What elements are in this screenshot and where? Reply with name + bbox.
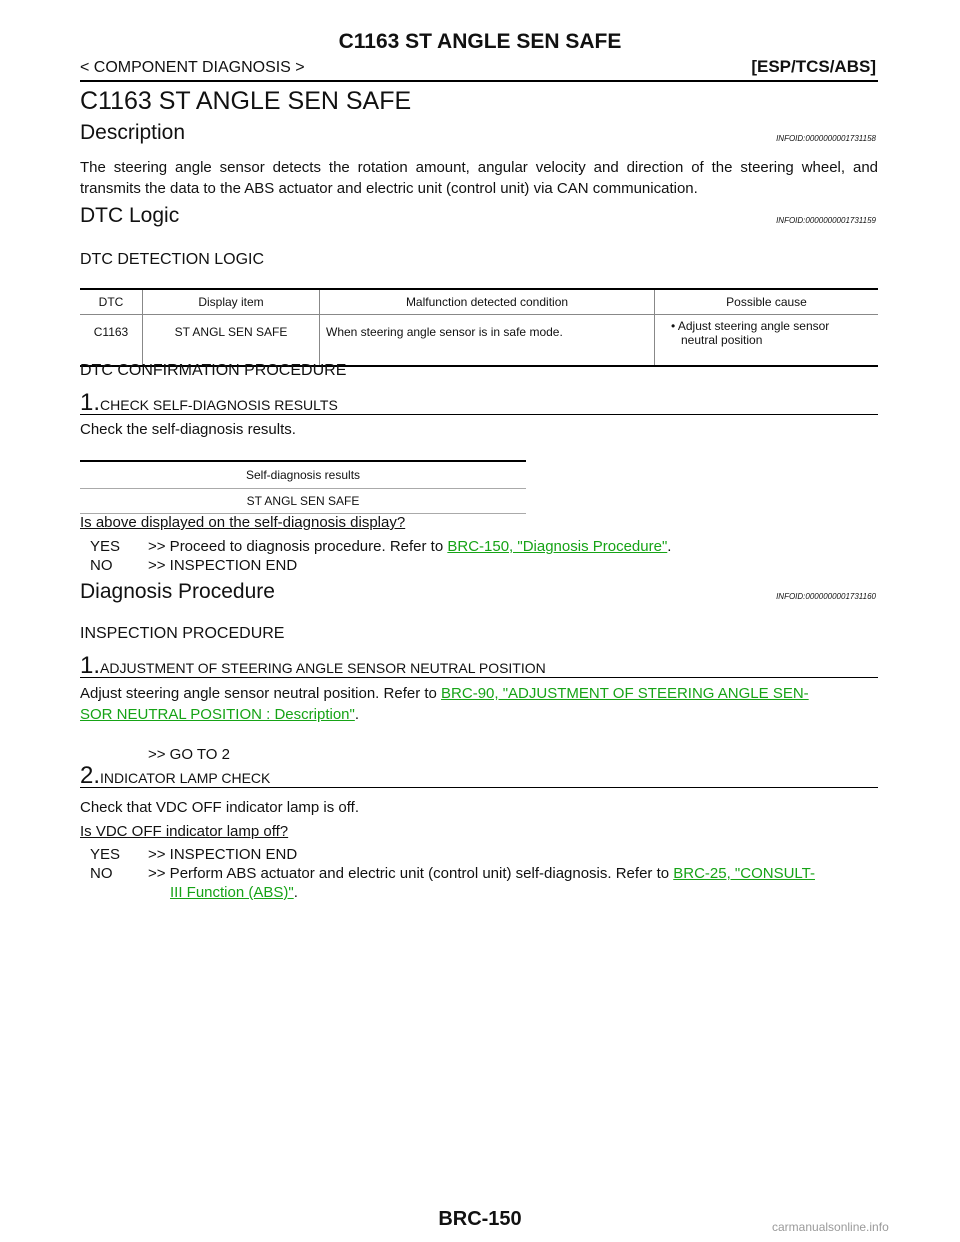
dtc-col-header: DTC bbox=[80, 288, 143, 315]
self-diagnosis-value: ST ANGL SEN SAFE bbox=[80, 488, 526, 514]
condition-col-header: Malfunction detected condition bbox=[319, 288, 655, 315]
no-key: NO bbox=[90, 557, 113, 574]
diag-step-2-question: Is VDC OFF indicator lamp off? bbox=[80, 823, 289, 840]
description-infoid: INFOID:0000000001731158 bbox=[776, 134, 876, 143]
cause-col-header: Possible cause bbox=[654, 288, 878, 315]
diagnosis-infoid: INFOID:0000000001731160 bbox=[776, 592, 876, 601]
diag-step-1-text-start: Adjust steering angle sensor neutral pos… bbox=[80, 685, 442, 702]
diag-answer-no: NO >> Perform ABS actuator and electric u… bbox=[90, 864, 880, 902]
diag-answer-yes: YES >> INSPECTION END bbox=[90, 845, 297, 864]
confirm-step-1-text: Check the self-diagnosis results. bbox=[80, 421, 296, 438]
no-key: NO bbox=[90, 865, 113, 882]
table-row: ST ANGL SEN SAFE bbox=[80, 488, 526, 514]
step-title: ADJUSTMENT OF STEERING ANGLE SENSOR NEUT… bbox=[100, 660, 546, 676]
adjustment-link-2[interactable]: SOR NEUTRAL POSITION : Description" bbox=[80, 706, 355, 723]
yes-key: YES bbox=[90, 846, 121, 863]
self-diagnosis-table: Self-diagnosis results ST ANGL SEN SAFE bbox=[80, 460, 526, 514]
step-number: 2. bbox=[80, 762, 101, 789]
dtc-logic-infoid: INFOID:0000000001731159 bbox=[776, 216, 876, 225]
confirm-step-1-header: 1.CHECK SELF-DIAGNOSIS RESULTS bbox=[80, 389, 878, 416]
diag-step-1-header: 1.ADJUSTMENT OF STEERING ANGLE SENSOR NE… bbox=[80, 652, 878, 679]
watermark: carmanualsonline.info bbox=[772, 1220, 889, 1234]
dtc-logic-heading: DTC Logic bbox=[80, 204, 180, 227]
step-number: 1. bbox=[80, 389, 101, 416]
confirm-answer-no: NO >> INSPECTION END bbox=[90, 556, 297, 575]
description-text: The steering angle sensor detects the ro… bbox=[80, 159, 878, 197]
confirm-question: Is above displayed on the self-diagnosis… bbox=[80, 514, 406, 531]
diag-step-2-header: 2.INDICATOR LAMP CHECK bbox=[80, 762, 878, 789]
display-item-col-header: Display item bbox=[142, 288, 320, 315]
consult-link-2[interactable]: III Function (ABS)" bbox=[170, 884, 294, 901]
table-row: C1163 ST ANGL SEN SAFE When steering ang… bbox=[80, 314, 878, 367]
dtc-table: DTC Display item Malfunction detected co… bbox=[80, 288, 878, 367]
dtc-detection-heading: DTC DETECTION LOGIC bbox=[80, 251, 265, 268]
condition-cell: When steering angle sensor is in safe mo… bbox=[319, 314, 655, 367]
cause-line-1: • Adjust steering angle sensor bbox=[671, 319, 830, 333]
yes-text: >> Proceed to diagnosis procedure. Refer… bbox=[148, 538, 448, 555]
diagnosis-heading: Diagnosis Procedure bbox=[80, 580, 275, 603]
yes-end: . bbox=[667, 538, 672, 555]
yes-key: YES bbox=[90, 538, 121, 555]
diagnosis-procedure-link[interactable]: BRC-150, "Diagnosis Procedure" bbox=[447, 538, 668, 555]
diag-step-1-end: . bbox=[354, 706, 359, 723]
goto-step-2: >> GO TO 2 bbox=[148, 746, 230, 763]
dtc-confirmation-heading: DTC CONFIRMATION PROCEDURE bbox=[80, 362, 347, 379]
diag-step-2-text: Check that VDC OFF indicator lamp is off… bbox=[80, 799, 359, 816]
no-end: . bbox=[293, 884, 298, 901]
no-text: >> Perform ABS actuator and electric uni… bbox=[148, 865, 674, 882]
cause-line-2: neutral position bbox=[681, 333, 763, 347]
cause-cell: • Adjust steering angle sensor neutral p… bbox=[654, 314, 878, 367]
step-title: INDICATOR LAMP CHECK bbox=[100, 770, 271, 786]
breadcrumb: < COMPONENT DIAGNOSIS > bbox=[80, 59, 305, 76]
display-item-cell: ST ANGL SEN SAFE bbox=[142, 314, 320, 367]
page-header-title: C1163 ST ANGLE SEN SAFE bbox=[338, 30, 622, 53]
step-number: 1. bbox=[80, 652, 101, 679]
dtc-code-cell: C1163 bbox=[80, 314, 143, 367]
confirm-answer-yes: YES >> Proceed to diagnosis procedure. Re… bbox=[90, 537, 671, 556]
diag-step-1-text: Adjust steering angle sensor neutral pos… bbox=[80, 683, 878, 725]
description-heading: Description bbox=[80, 121, 186, 144]
step-title: CHECK SELF-DIAGNOSIS RESULTS bbox=[100, 397, 338, 413]
page-number: BRC-150 bbox=[438, 1208, 522, 1230]
header-divider bbox=[80, 80, 878, 82]
section-tag: [ESP/TCS/ABS] bbox=[751, 57, 876, 76]
yes-text: >> INSPECTION END bbox=[148, 846, 298, 863]
document-title: C1163 ST ANGLE SEN SAFE bbox=[80, 87, 412, 115]
no-text: >> INSPECTION END bbox=[148, 557, 298, 574]
inspection-procedure-heading: INSPECTION PROCEDURE bbox=[80, 625, 285, 642]
self-diagnosis-header: Self-diagnosis results bbox=[80, 460, 526, 489]
consult-link-1[interactable]: BRC-25, "CONSULT- bbox=[673, 865, 815, 882]
adjustment-link-1[interactable]: BRC-90, "ADJUSTMENT OF STEERING ANGLE SE… bbox=[441, 685, 809, 702]
